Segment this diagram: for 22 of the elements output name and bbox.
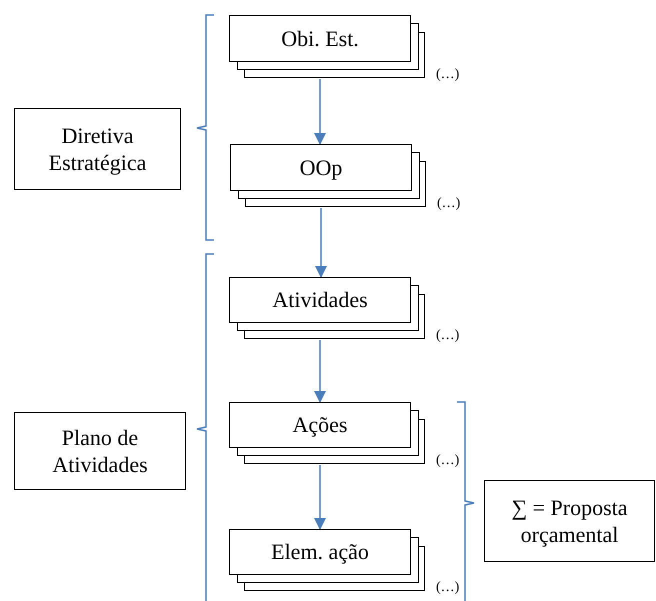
process-box: ∑ = Proposta orçamental: [484, 480, 655, 562]
ellipsis-note: (…): [437, 197, 460, 211]
box-label: OOp: [300, 154, 342, 182]
box-label: Obi. Est.: [281, 24, 359, 52]
ellipsis-note: (…): [436, 454, 460, 468]
stacked-box: [229, 402, 426, 465]
ellipsis-note: (…): [436, 68, 460, 82]
stacked-box: [229, 529, 426, 592]
arrow: [314, 465, 326, 530]
ellipsis-note: (…): [436, 329, 460, 343]
box-label: Ações: [292, 411, 348, 439]
arrow: [314, 79, 326, 145]
process-box: Diretiva Estratégica: [14, 108, 181, 190]
box-label: Atividades: [272, 286, 368, 314]
process-box: Plano de Atividades: [14, 412, 186, 490]
box-label: Elem. ação: [271, 538, 369, 566]
arrow: [315, 208, 327, 278]
stacked-box: [230, 144, 427, 208]
arrow: [314, 340, 326, 403]
stacked-box: [229, 277, 426, 340]
stacked-box: [229, 15, 426, 79]
ellipsis-note: (…): [436, 581, 460, 595]
